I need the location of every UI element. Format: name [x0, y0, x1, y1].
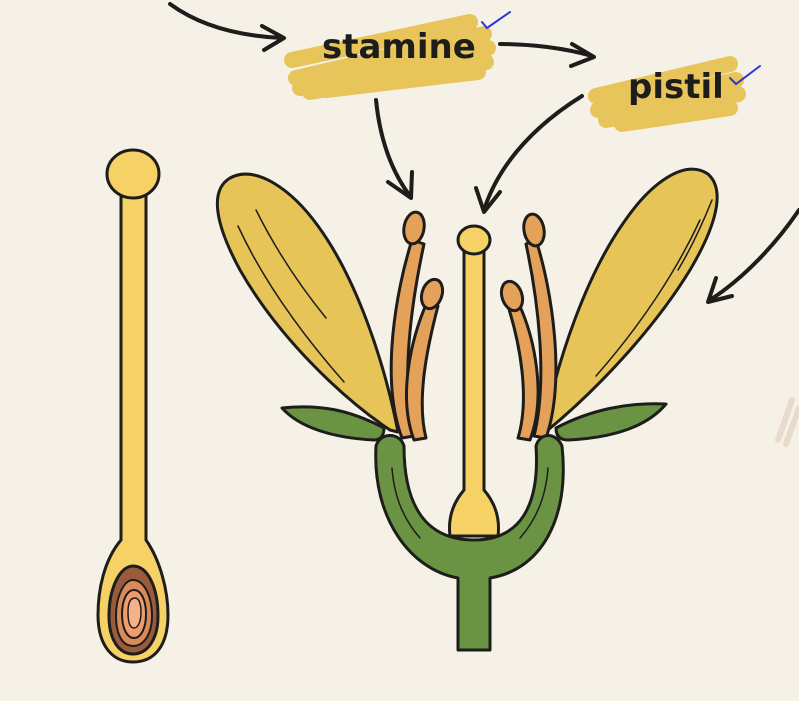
flower: [215, 167, 719, 652]
stamen-filament-2: [405, 298, 440, 442]
arrow-to-stamen-head: [386, 170, 414, 200]
stamine-highlight: [284, 14, 496, 100]
flower-pistil-stigma: [456, 224, 492, 256]
stamen-filament-1: [389, 238, 426, 440]
background-hatch: [775, 397, 799, 447]
stamen-filament-4: [506, 300, 540, 442]
arrow-to-stamine-head: [260, 24, 286, 52]
stamen-anther-1: [402, 210, 426, 246]
stamen-anther-3: [522, 212, 546, 248]
flower-pistil-style: [448, 246, 500, 538]
right-petal: [542, 167, 719, 432]
pistil-label: pistil: [628, 67, 724, 107]
pistil-highlight: [588, 56, 746, 132]
cross-section-style: [96, 184, 170, 664]
arrow-stamine-to-pistil-head: [569, 42, 596, 68]
arrow-to-stamine: [168, 2, 284, 40]
right-sepal: [554, 402, 668, 442]
arrow-to-petal-head: [706, 276, 734, 304]
pistil-cross-section: [96, 148, 170, 664]
left-petal-vein: [237, 225, 345, 383]
arrow-stamine-to-pistil: [498, 42, 594, 58]
right-petal-vein: [595, 219, 701, 377]
stamine-label: stamine: [322, 27, 476, 67]
arrow-to-pistil-head: [474, 186, 502, 214]
ovule-core: [127, 597, 142, 629]
stamen-anther-2: [419, 277, 445, 311]
stamine-check-icon: [481, 11, 511, 30]
cross-section-stigma: [105, 148, 161, 200]
arrows: [168, 2, 799, 304]
stamen-anther-4: [499, 279, 525, 313]
left-petal: [215, 172, 400, 434]
arrow-to-petal: [708, 208, 799, 302]
arrow-to-pistil: [482, 94, 584, 212]
arrow-to-stamen: [374, 98, 412, 198]
flower-stem: [374, 434, 565, 652]
pistil-check-icon: [729, 65, 761, 86]
